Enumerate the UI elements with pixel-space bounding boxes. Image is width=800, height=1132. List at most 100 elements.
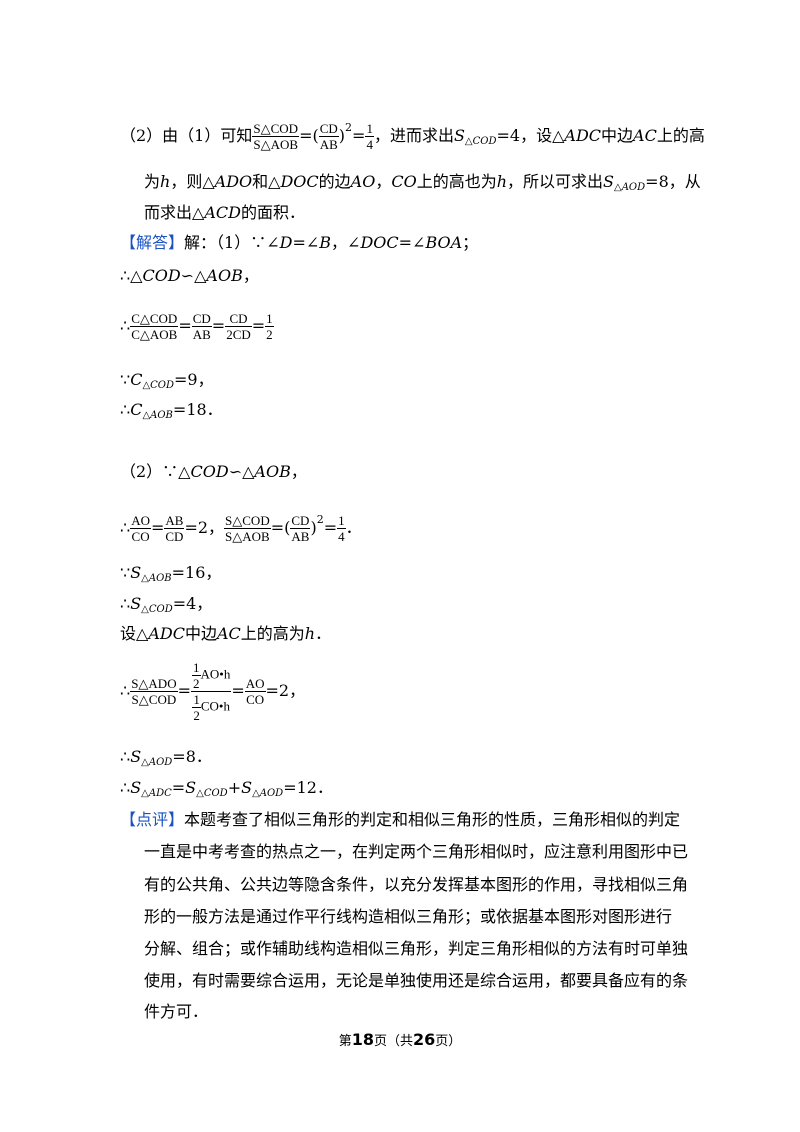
text: ∽△	[228, 462, 255, 481]
comment-line-1: 【点评】本题考查了相似三角形的判定和相似三角形的性质，三角形相似的判定	[120, 806, 680, 834]
text: AC	[216, 624, 241, 643]
num: CD	[290, 513, 311, 529]
text: 的边	[318, 172, 351, 191]
num: AO	[244, 676, 266, 692]
answer-tag: 【解答】	[120, 233, 185, 252]
text: S	[185, 778, 197, 797]
num: CD	[191, 311, 212, 327]
num: S△ADO	[130, 676, 178, 692]
text: ，所以可求出	[507, 172, 604, 191]
text: COD	[190, 462, 229, 481]
text: （2）∵△	[120, 462, 191, 481]
text: DOC	[360, 233, 399, 252]
den: CO	[246, 692, 265, 707]
sub: △COD	[141, 604, 173, 615]
text: AC	[633, 126, 657, 145]
text: =(	[299, 126, 319, 145]
text: ∴	[120, 681, 131, 700]
text: CO	[391, 172, 417, 191]
text: ，∠	[331, 233, 361, 252]
text: 解：（1）∵∠	[184, 233, 280, 252]
text: 分解、组合；或作辅助线构造相似三角形，判定三角形相似的方法有时可单独	[144, 939, 689, 958]
text: =	[171, 778, 186, 797]
num: S△COD	[224, 513, 271, 529]
text: ，	[242, 266, 259, 285]
num: 1	[265, 311, 274, 327]
num: AO	[130, 513, 151, 529]
text: ADC	[564, 126, 602, 145]
text: +	[227, 778, 242, 797]
text: =	[211, 316, 226, 335]
den: C△AOB	[131, 327, 178, 342]
text: =9，	[174, 370, 214, 389]
exponent: 2	[316, 513, 324, 526]
text: =8，从	[645, 172, 701, 191]
text: ∴	[120, 594, 131, 613]
text: ．	[345, 518, 362, 537]
text: S	[453, 126, 465, 145]
answer-line-1: 【解答】解：（1）∵∠D=∠B，∠DOC=∠BOA；	[120, 229, 478, 257]
text: ∴	[120, 747, 131, 766]
text: h	[304, 624, 316, 643]
text: =16，	[171, 563, 222, 582]
sub: △AOD	[252, 788, 284, 799]
text: 第	[338, 1034, 352, 1049]
num: S△COD	[252, 121, 300, 137]
text: )	[310, 518, 317, 537]
text: =∠	[292, 233, 320, 252]
den: S△AOB	[225, 529, 270, 544]
text: 一直是中考考查的热点之一，在判定两个三角形相似时，应注意利用图形中已	[144, 842, 689, 861]
den: S△AOB	[253, 137, 299, 152]
text: 的面积．	[240, 203, 305, 222]
text: COD	[142, 266, 181, 285]
text: =8．	[172, 747, 212, 766]
den: AB	[192, 327, 211, 342]
comment-line-2: 一直是中考考查的热点之一，在判定两个三角形相似时，应注意利用图形中已	[144, 838, 688, 866]
sub: △AOD	[141, 757, 173, 768]
page-number: 18	[351, 1030, 374, 1049]
num: 1	[192, 692, 201, 708]
similar-line-2: （2）∵△COD∽△AOB，	[120, 458, 307, 486]
num: CD	[225, 311, 252, 327]
text: AOB	[206, 266, 243, 285]
text: =18．	[172, 400, 223, 419]
text: 上的高为	[240, 624, 305, 643]
text: ．	[315, 624, 332, 643]
num: 1	[192, 660, 201, 676]
similar-line-1: ∴△COD∽△AOB，	[120, 262, 259, 290]
text: =2，	[184, 518, 225, 537]
sub: △AOB	[141, 573, 172, 584]
den: AB	[319, 137, 338, 152]
s-adc-line: ∴S△ADC=S△COD+S△AOD=12．	[120, 774, 333, 802]
num: 1	[365, 121, 374, 137]
den: 2	[193, 676, 200, 691]
den: 2	[193, 708, 200, 723]
text: 为	[144, 172, 161, 191]
text: 有的公共角、公共边等隐含条件，以充分发挥基本图形的作用，寻找相似三角	[144, 875, 689, 894]
text: 和△	[252, 172, 281, 191]
num: C△COD	[130, 311, 179, 327]
text: 使用，有时需要综合运用，无论是单独使用还是综合运用，都要具备应有的条	[144, 971, 689, 990]
s-aob-line: ∵S△AOB=16，	[120, 559, 221, 587]
text: ，	[375, 172, 392, 191]
text: S	[130, 563, 142, 582]
text: ∴	[120, 400, 131, 419]
text: 件方可．	[144, 1002, 209, 1021]
text: S	[130, 594, 142, 613]
text: （2）由（1）可知	[120, 126, 253, 145]
s-aod-line: ∴S△AOD=8．	[120, 743, 212, 771]
sub: △COD	[142, 380, 174, 391]
text: C	[130, 400, 143, 419]
text: B	[319, 233, 332, 252]
comment-line-4: 形的一般方法是通过作平行线构造相似三角形；或依据基本图形对图形进行	[144, 903, 672, 931]
comment-line-6: 使用，有时需要综合运用，无论是单独使用还是综合运用，都要具备应有的条	[144, 967, 688, 995]
text: =	[178, 316, 192, 335]
